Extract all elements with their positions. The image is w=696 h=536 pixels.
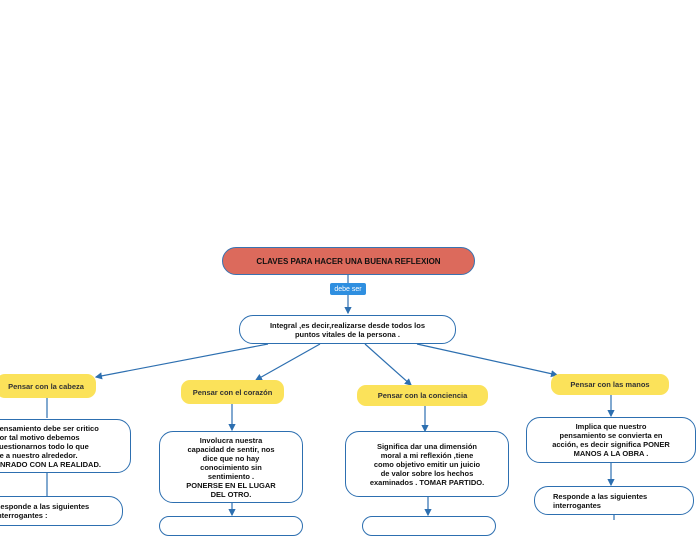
- branch-title-cabeza: Pensar con la cabeza: [8, 381, 84, 391]
- branch-detail-text-corazon: Involucra nuestra capacidad de sentir, n…: [186, 435, 276, 499]
- branch-detail-corazon[interactable]: Involucra nuestra capacidad de sentir, n…: [159, 431, 303, 503]
- branch-detail-text-cabeza: pensamiento debe ser critico por tal mot…: [0, 423, 101, 469]
- root-node[interactable]: CLAVES PARA HACER UNA BUENA REFLEXION: [222, 247, 475, 275]
- branch-next-conciencia[interactable]: [362, 516, 496, 536]
- branch-detail-text-manos: Implica que nuestro pensamiento se convi…: [552, 422, 670, 458]
- branch-detail-conciencia[interactable]: Significa dar una dimensión moral a mi r…: [345, 431, 509, 497]
- link-integral-branch3: [364, 343, 412, 386]
- branch-detail-manos[interactable]: Implica que nuestro pensamiento se convi…: [526, 417, 696, 463]
- branch-next-manos[interactable]: Responde a las siguientes interrogantes: [534, 486, 694, 515]
- link-integral-branch4: [416, 343, 559, 378]
- branch-next-text-cabeza: Responde a las siguientes interrogantes …: [0, 502, 90, 520]
- branch-next-text-manos: Responde a las siguientes interrogantes: [553, 491, 648, 510]
- relation-label: debe ser: [334, 285, 362, 293]
- integral-text: Integral ,es decir,realizarse desde todo…: [269, 320, 426, 339]
- branch-head-manos[interactable]: Pensar con las manos: [551, 374, 669, 395]
- connector-lines: [46, 275, 615, 520]
- root-label: CLAVES PARA HACER UNA BUENA REFLEXION: [256, 256, 441, 266]
- link-integral-branch2: [254, 343, 321, 381]
- branch-next-cabeza[interactable]: Responde a las siguientes interrogantes …: [0, 496, 123, 526]
- branch-next-corazon[interactable]: [159, 516, 303, 536]
- branch-detail-text-conciencia: Significa dar una dimensión moral a mi r…: [369, 441, 485, 487]
- integral-node[interactable]: Integral ,es decir,realizarse desde todo…: [239, 315, 456, 344]
- relation-tag[interactable]: debe ser: [330, 283, 366, 295]
- branch-head-corazon[interactable]: Pensar con el corazón: [181, 380, 284, 404]
- branch-title-manos: Pensar con las manos: [570, 380, 650, 389]
- link-integral-branch1: [94, 343, 269, 380]
- branch-title-corazon: Pensar con el corazón: [192, 387, 273, 397]
- branch-detail-cabeza[interactable]: pensamiento debe ser critico por tal mot…: [0, 419, 131, 473]
- branch-head-cabeza[interactable]: Pensar con la cabeza: [0, 374, 96, 398]
- branch-title-conciencia: Pensar con la conciencia: [377, 391, 468, 400]
- branch-head-conciencia[interactable]: Pensar con la conciencia: [357, 385, 488, 406]
